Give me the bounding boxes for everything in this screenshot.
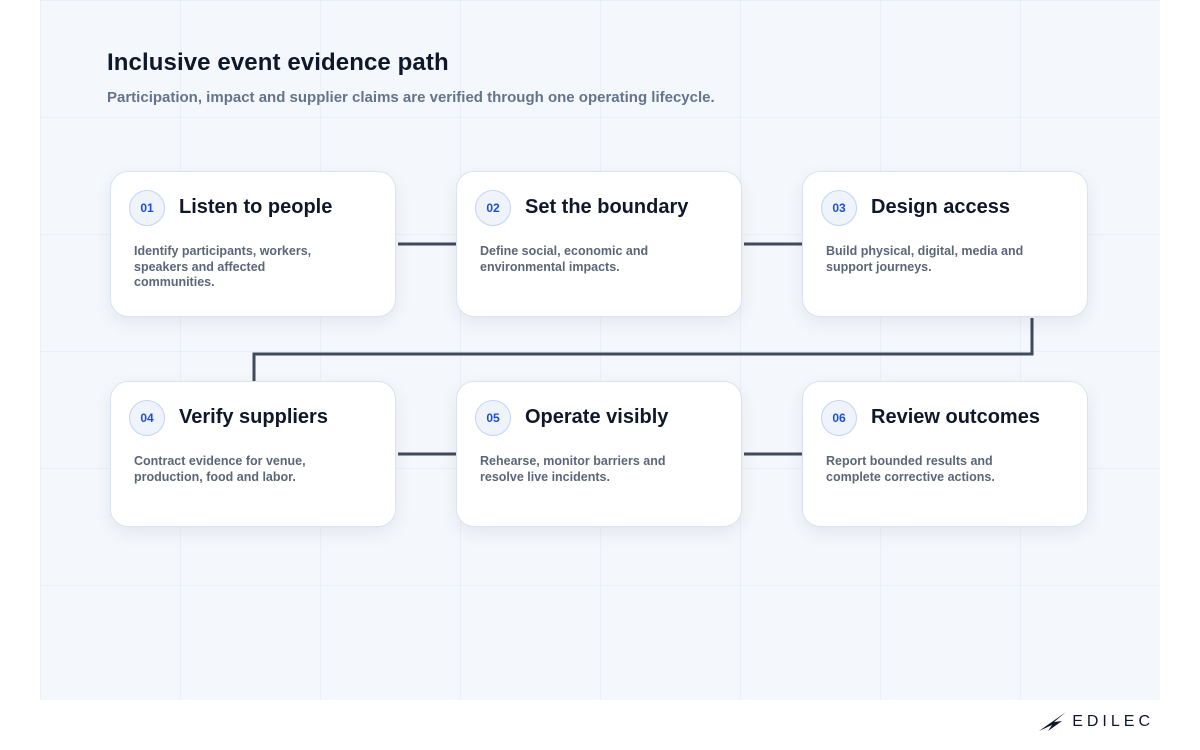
brand-name: EDILEC <box>1072 713 1154 730</box>
step-description: Contract evidence for venue, production,… <box>134 454 306 484</box>
step-card-operate-visibly: 05 Operate visibly Rehearse, monitor bar… <box>456 381 742 527</box>
step-number-badge: 05 <box>475 400 511 436</box>
step-description: Define social, economic and environmenta… <box>480 244 649 274</box>
step-number-badge: 02 <box>475 190 511 226</box>
step-description: Report bounded results and complete corr… <box>826 454 995 484</box>
step-number-badge: 06 <box>821 400 857 436</box>
step-number-badge: 04 <box>129 400 165 436</box>
step-title: Review outcomes <box>871 406 1040 428</box>
page-subtitle: Participation, impact and supplier claim… <box>107 89 715 106</box>
step-card-set-the-boundary: 02 Set the boundary Define social, econo… <box>456 171 742 317</box>
step-card-design-access: 03 Design access Build physical, digital… <box>802 171 1088 317</box>
brand-logo: EDILEC <box>1038 711 1154 733</box>
step-card-review-outcomes: 06 Review outcomes Report bounded result… <box>802 381 1088 527</box>
page-title: Inclusive event evidence path <box>107 49 449 76</box>
step-number-badge: 03 <box>821 190 857 226</box>
step-description: Rehearse, monitor barriers and resolve l… <box>480 454 666 484</box>
step-description: Identify participants, workers, speakers… <box>134 244 312 289</box>
connector-03-04 <box>252 318 1034 381</box>
step-title: Design access <box>871 196 1010 218</box>
diagram-canvas <box>40 0 1160 700</box>
step-title: Set the boundary <box>525 196 689 218</box>
step-description: Build physical, digital, media and suppo… <box>826 244 1024 274</box>
step-title: Listen to people <box>179 196 333 218</box>
bird-logo-icon <box>1039 712 1067 731</box>
step-title: Operate visibly <box>525 406 669 428</box>
step-title: Verify suppliers <box>179 406 328 428</box>
step-card-listen-to-people: 01 Listen to people Identify participant… <box>110 171 396 317</box>
step-number-badge: 01 <box>129 190 165 226</box>
step-card-verify-suppliers: 04 Verify suppliers Contract evidence fo… <box>110 381 396 527</box>
